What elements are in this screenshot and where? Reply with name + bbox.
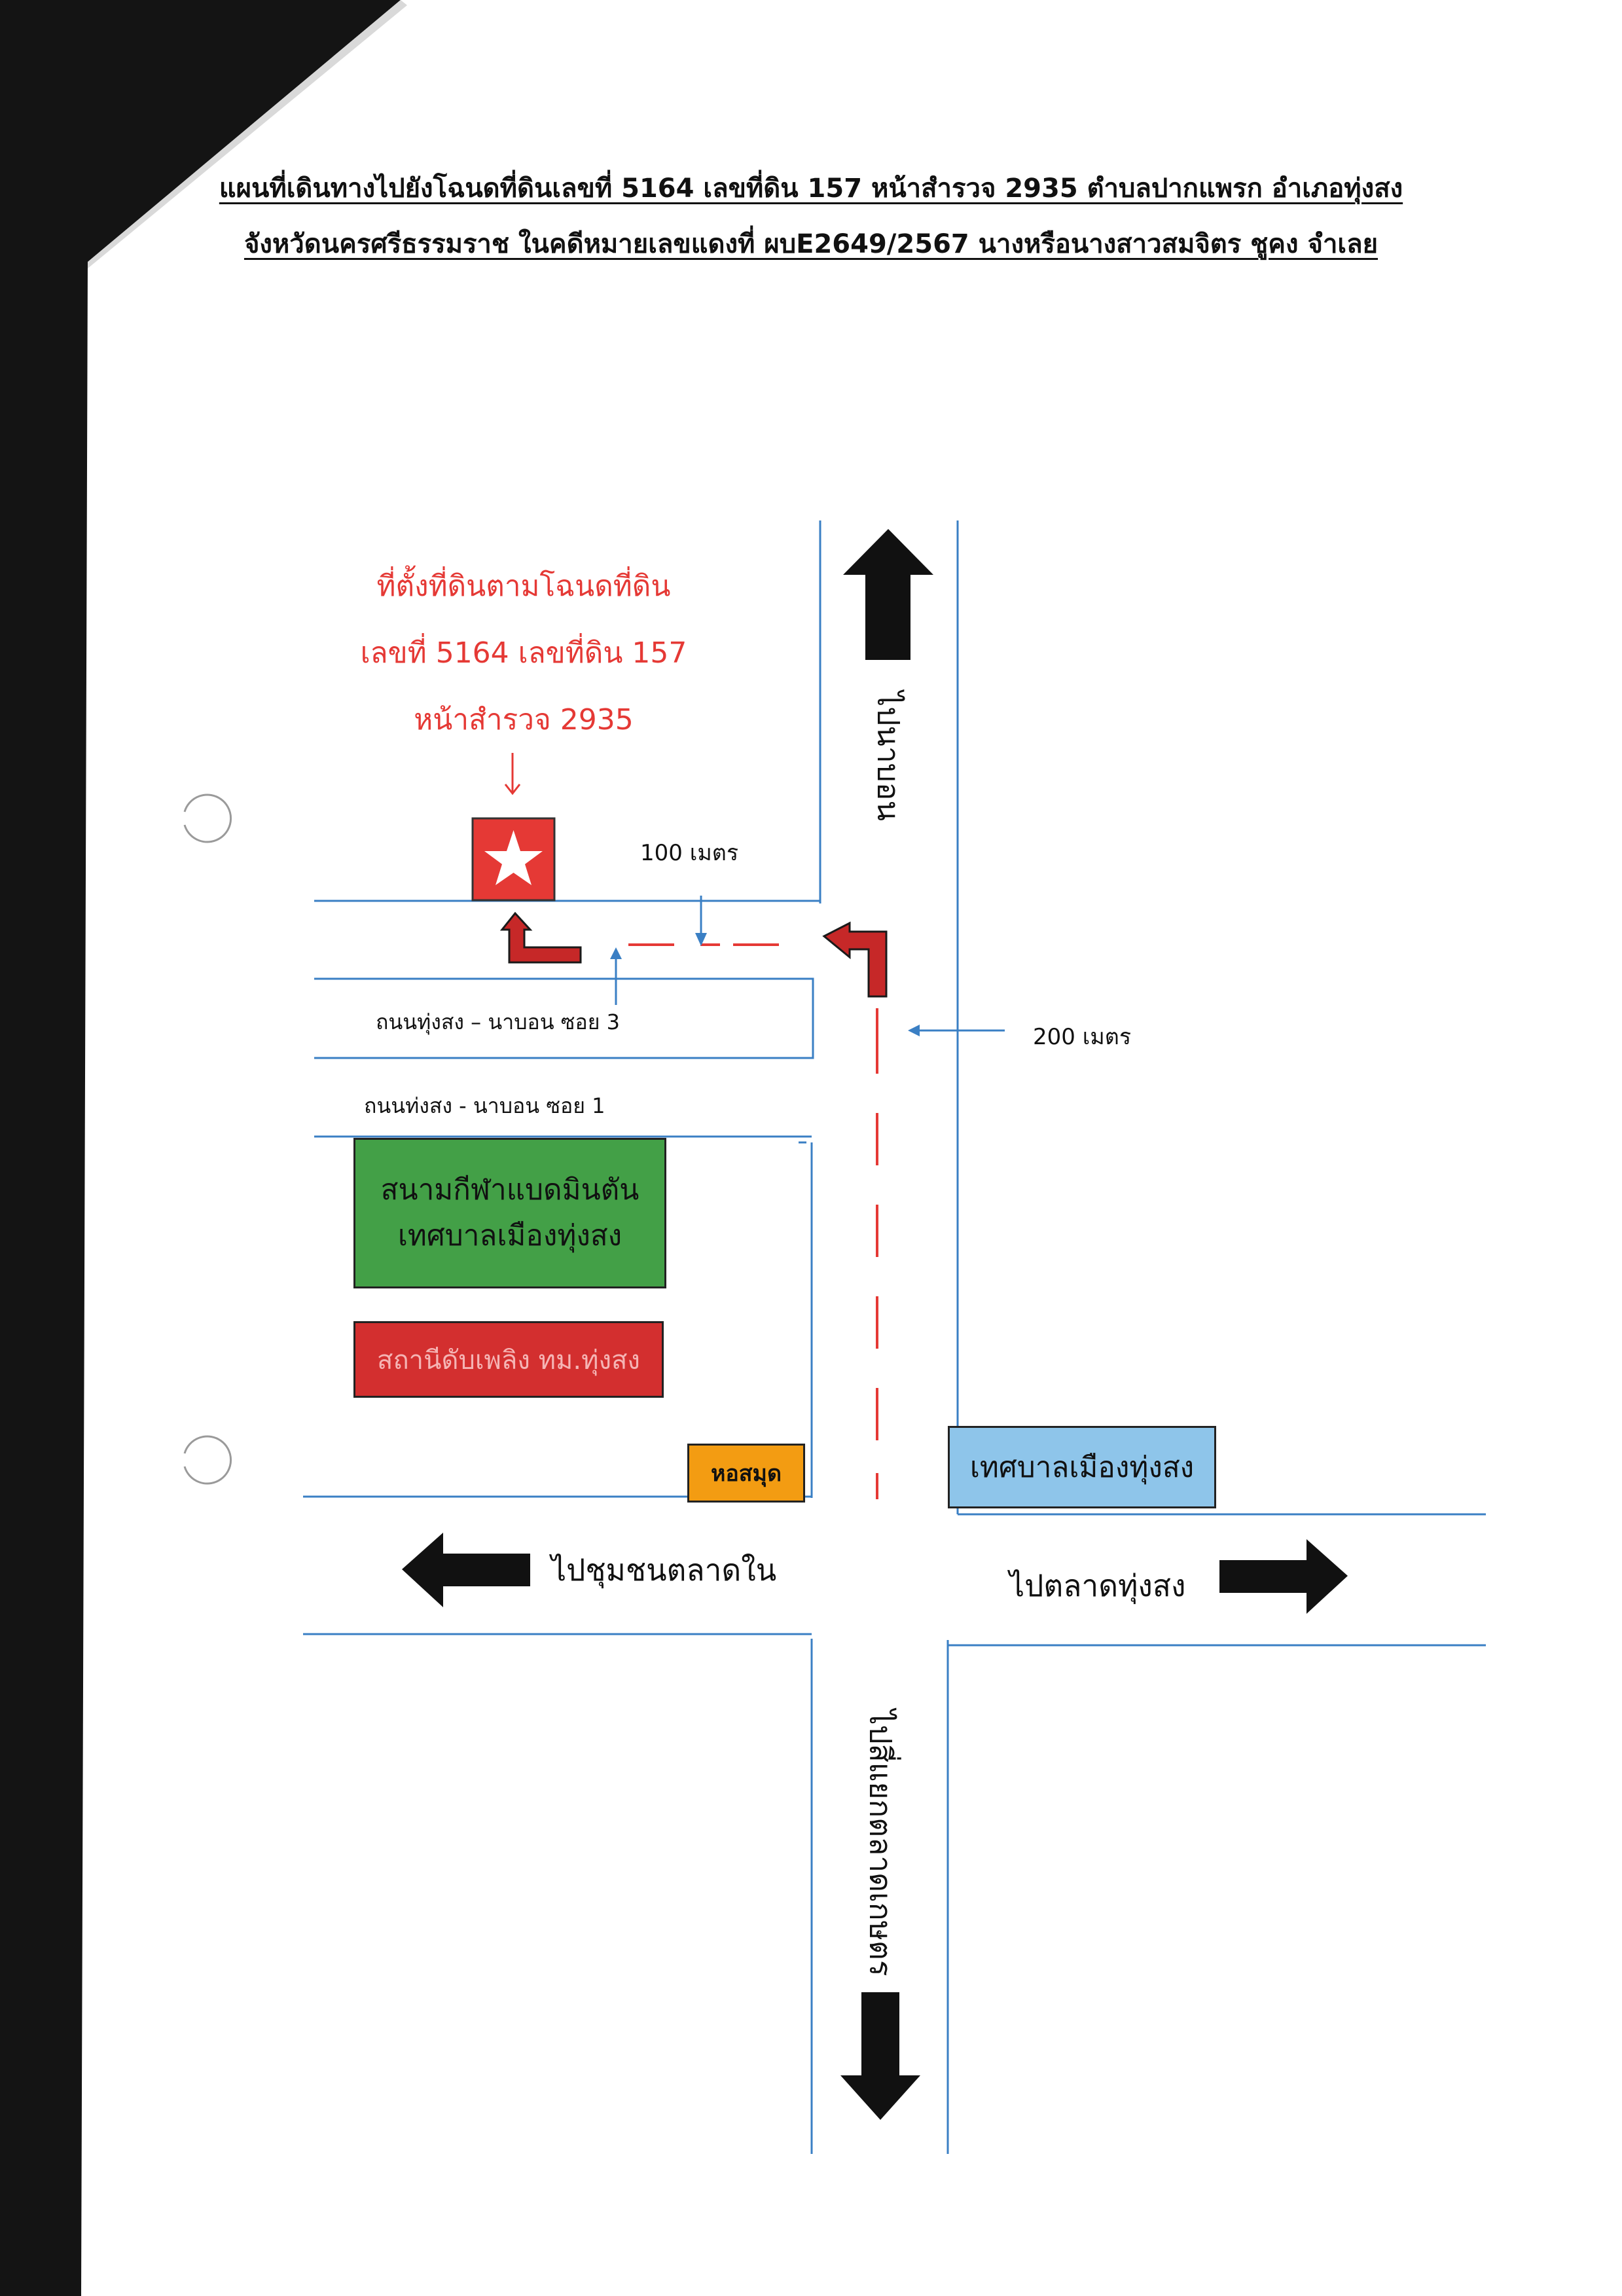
arrow-left-icon xyxy=(402,1533,530,1607)
to-chumchon-label: ไปชุมชนตลาดใน xyxy=(551,1552,777,1588)
turn-arrow-icon xyxy=(499,911,582,964)
route-pointer xyxy=(610,947,622,1005)
route-dashes xyxy=(628,943,878,1499)
land-pointer xyxy=(504,753,521,795)
land-label-line2: เลขที่ 5164 เลขที่ดิน 157 xyxy=(360,636,687,670)
soi1-road-label: ถนนท่งสง - นาบอน ซอย 1 xyxy=(364,1093,605,1118)
distance-pointer-200 xyxy=(908,1025,1005,1036)
distance-200-label: 200 เมตร xyxy=(1033,1024,1132,1050)
to-nabon-label: ไปนาบอน xyxy=(871,691,907,821)
scanner-edge xyxy=(0,0,401,2296)
arrow-down-icon xyxy=(840,1992,920,2120)
document-title-line1: แผนที่เดินทางไปยังโฉนดที่ดินเลขที่ 5164 … xyxy=(219,173,1403,204)
to-talad-label: ไปตลาดทุ่งสง xyxy=(1009,1568,1186,1603)
land-label-line1: ที่ตั้งที่ดินตามโฉนดที่ดิน xyxy=(376,570,671,603)
municipality-office: เทศบาลเมืองทุ่งสง xyxy=(948,1426,1216,1508)
star-icon xyxy=(484,830,543,885)
arrow-up-icon xyxy=(843,529,933,660)
punch-hole xyxy=(183,793,232,843)
arrow-right-icon xyxy=(1219,1539,1348,1614)
distance-pointer-100 xyxy=(695,896,707,946)
fire-station-label: สถานีดับเพลิง ทม.ทุ่งสง xyxy=(377,1345,640,1376)
distance-100-label: 100 เมตร xyxy=(640,840,739,866)
badminton-line1: สนามกีฬาแบดมินตัน xyxy=(380,1173,640,1207)
document-title-line2: จังหวัดนครศรีธรรมราช ในคดีหมายเลขแดงที่ … xyxy=(243,229,1379,259)
punch-hole xyxy=(183,1435,232,1485)
soi3-road-label: ถนนทุ่งสง – นาบอน ซอย 3 xyxy=(376,1010,620,1034)
folded-corner xyxy=(88,0,407,268)
municipality-label: เทศบาลเมืองทุ่งสง xyxy=(969,1451,1195,1484)
library: หอสมุด xyxy=(687,1444,805,1503)
badminton-line2: เทศบาลเมืองทุ่งสง xyxy=(397,1219,622,1252)
turn-arrow-icon xyxy=(822,921,888,998)
library-label: หอสมุด xyxy=(710,1461,782,1487)
fire-station: สถานีดับเพลิง ทม.ทุ่งสง xyxy=(353,1321,664,1398)
to-kaset-label: ไปสี่แยกตลาดเกษตร xyxy=(863,1709,899,1977)
badminton-court: สนามกีฬาแบดมินตัน เทศบาลเมืองทุ่งสง xyxy=(353,1138,666,1288)
land-marker xyxy=(471,817,556,902)
land-label-line3: หน้าสำรวจ 2935 xyxy=(414,703,634,737)
roads xyxy=(303,520,1486,2154)
